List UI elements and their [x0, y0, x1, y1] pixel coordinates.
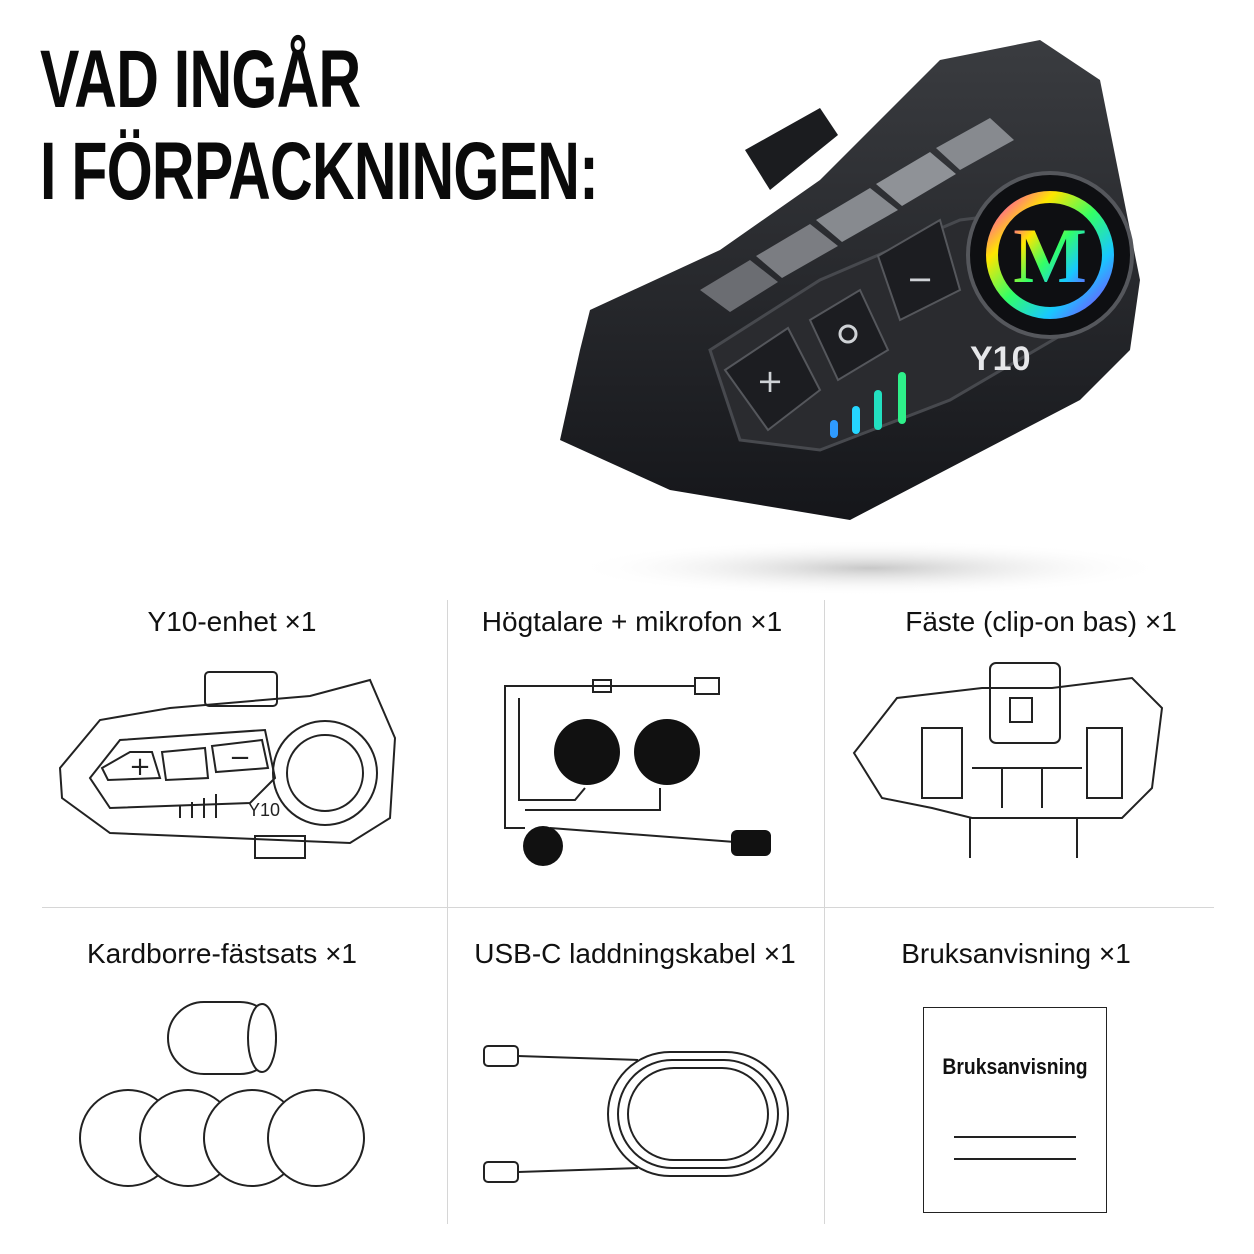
svg-text:+: +	[757, 362, 784, 400]
manual-line	[954, 1136, 1076, 1138]
grid-divider	[447, 600, 448, 1224]
clip-mount-icon	[852, 662, 1164, 858]
item-label-mount: Fäste (clip-on bas) ×1	[905, 606, 1177, 637]
item-label-manual: Bruksanvisning ×1	[901, 938, 1131, 969]
item-label-usb-cable: USB-C laddningskabel ×1	[474, 938, 796, 969]
unit-model-label: Y10	[248, 800, 280, 820]
hero-product-image: + − Y10 M	[560, 40, 1170, 596]
manual-cover-title: Bruksanvisning	[942, 1054, 1088, 1079]
headline-line-1: VAD INGÅR	[40, 34, 361, 125]
page-headline: VAD INGÅR I FÖRPACKNINGEN:	[40, 34, 815, 218]
item-label-unit: Y10-enhet ×1	[147, 606, 317, 637]
speaker-microphone-icon	[504, 677, 771, 866]
svg-text:+: +	[129, 752, 151, 782]
svg-text:−: −	[907, 260, 934, 298]
grid-divider	[824, 600, 825, 1224]
intercom-unit-icon: + − Y10	[58, 671, 397, 859]
manual-line	[954, 1158, 1076, 1160]
headline-line-2: I FÖRPACKNINGEN:	[40, 126, 599, 217]
manual-icon: Bruksanvisning	[923, 1007, 1107, 1213]
usb-c-cable-icon	[483, 1045, 789, 1183]
item-label-speaker-mic: Högtalare + mikrofon ×1	[481, 606, 783, 637]
hero-logo-letter: M	[1013, 212, 1087, 299]
grid-divider	[42, 907, 1214, 908]
hero-model-label: Y10	[970, 340, 1031, 378]
velcro-kit-icon	[79, 1001, 365, 1187]
svg-text:−: −	[229, 743, 251, 773]
item-label-velcro: Kardborre-fästsats ×1	[86, 938, 358, 969]
